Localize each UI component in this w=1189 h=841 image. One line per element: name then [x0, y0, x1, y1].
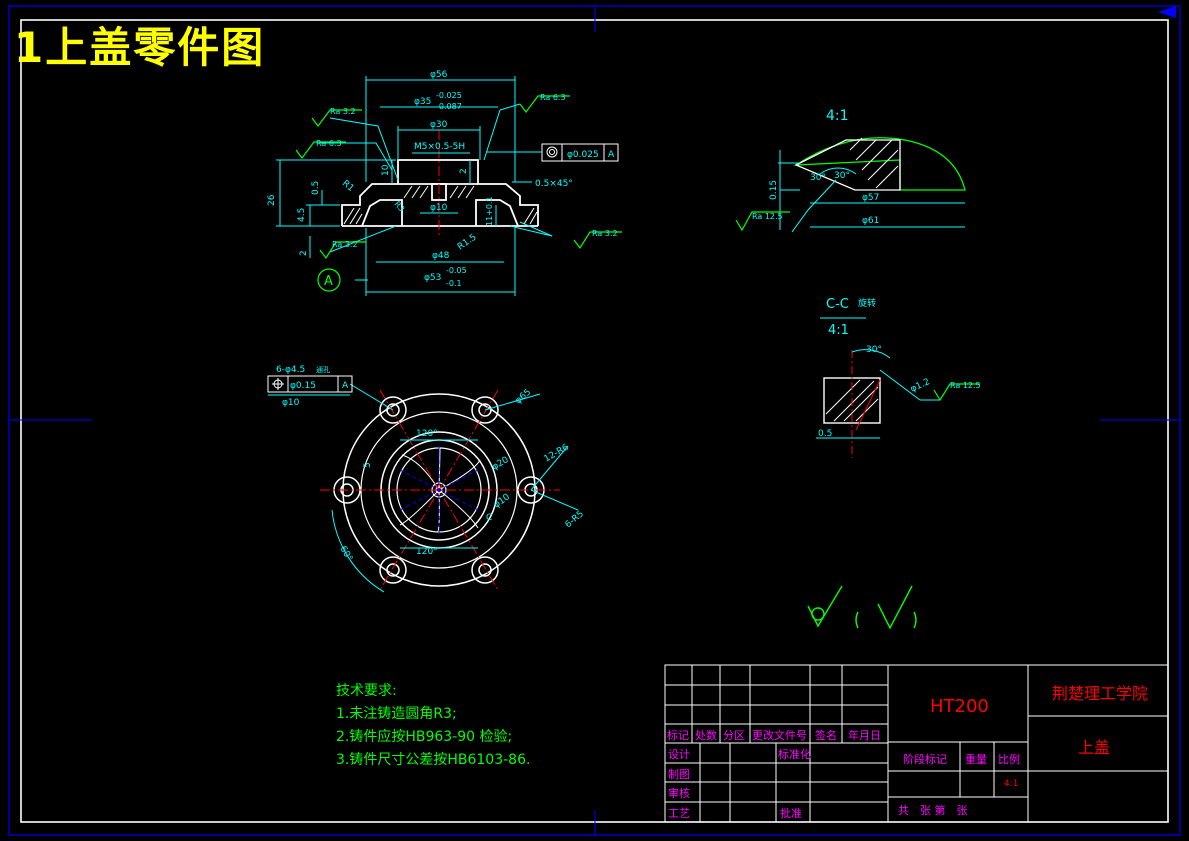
cc-ra: Ra 12.5 — [950, 381, 981, 390]
tb-label-date: 年月日 — [848, 729, 881, 742]
plan-holes: 6-φ4.5 — [276, 365, 305, 375]
dim-d53: φ53 — [424, 273, 441, 283]
technical-requirements: 技术要求: 1.未注铸造圆角R3; 2.铸件应按HB963-90 检验; 3.铸… — [336, 680, 530, 772]
dim-h10: 10 — [381, 164, 391, 176]
plan-d65: φ65 — [514, 387, 534, 406]
cc-d12: φ1.2 — [909, 377, 932, 395]
plan-d10: φ10 — [492, 492, 512, 510]
tb-approve: 批准 — [780, 807, 802, 820]
plan-pos-tol: φ0.15 — [290, 381, 316, 391]
section-cc — [816, 317, 980, 458]
datum-a-label: A — [324, 274, 333, 289]
detail-scale: 4:1 — [826, 108, 849, 124]
dim-h11: 11+0.1 — [485, 196, 494, 226]
dim-coax-datum: A — [608, 150, 615, 160]
tb-draw: 制图 — [668, 768, 690, 781]
ra-63b: Ra 6.3 — [540, 93, 566, 102]
ra-32b: Ra 3.2 — [592, 229, 618, 238]
tb-label-doc: 更改文件号 — [752, 729, 807, 742]
dim-h2b: 2 — [299, 250, 309, 256]
tb-school: 荆楚理工学院 — [1052, 684, 1149, 703]
tech-req-item-1: 1.未注铸造圆角R3; — [336, 706, 457, 722]
dim-h2a: 2 — [459, 168, 469, 174]
detail-view — [735, 137, 966, 233]
detail-h015: 0.15 — [769, 180, 779, 200]
title-block-grid — [664, 664, 1169, 823]
dim-r3: R3 — [392, 200, 406, 214]
tb-stage-mark: 阶段标记 — [903, 753, 947, 766]
cc-scale: 4:1 — [828, 323, 849, 338]
cc-label: C-C — [826, 297, 849, 312]
cc-a30: 30° — [866, 345, 882, 355]
tb-part-name: 上盖 — [1078, 738, 1111, 757]
detail-d61: φ61 — [862, 216, 879, 226]
plan-d20: φ20 — [491, 455, 511, 472]
tb-design: 设计 — [668, 748, 690, 761]
tb-label-count: 处数 — [695, 729, 717, 742]
plan-hole-note: 通孔 — [316, 365, 330, 374]
dim-d35-tol-up: -0.025 — [436, 91, 462, 100]
dim-d53-tol-up: -0.05 — [446, 266, 467, 275]
plan-view — [267, 375, 579, 593]
tech-req-item-2: 2.铸件应按HB963-90 检验; — [336, 729, 513, 745]
detail-ra: Ra 12.5 — [752, 212, 783, 221]
dim-d56: φ56 — [430, 70, 448, 80]
page-title: 1上盖零件图 — [14, 23, 266, 72]
plan-five: 5 — [363, 462, 373, 468]
tb-sheets: 共 张 第 张 — [898, 804, 968, 817]
tb-check: 审核 — [668, 787, 690, 800]
tb-material: HT200 — [930, 696, 989, 717]
roughness-other-symbol — [807, 585, 917, 630]
main-section-view — [276, 76, 622, 296]
tb-label-sign: 签名 — [815, 729, 837, 742]
dim-r15: R1.5 — [456, 232, 479, 252]
inner-frame — [20, 19, 1169, 823]
plan-a60: 60° — [337, 545, 354, 564]
dim-d48: φ48 — [432, 251, 450, 261]
tb-process: 工艺 — [668, 807, 690, 820]
dim-d53-tol-lo: -0.1 — [446, 279, 462, 288]
dim-h05: 0.5 — [311, 181, 321, 195]
outer-border — [8, 5, 1181, 836]
plan-c: C — [486, 513, 492, 523]
ra-32c: Ra 3.2 — [332, 240, 358, 249]
tb-weight: 重量 — [965, 753, 987, 766]
plan-r6: 12-R6 — [543, 442, 571, 464]
dim-r1: R1 — [340, 179, 356, 194]
plan-datum: A — [342, 381, 349, 391]
tb-scale-value: 4:1 — [1004, 779, 1019, 789]
tb-label-mark: 标记 — [667, 729, 689, 742]
cc-w05: 0.5 — [818, 429, 832, 439]
ra-63a: Ra 6.3 — [316, 139, 342, 148]
dim-thread: M5×0.5-5H — [414, 142, 465, 152]
detail-d57: φ57 — [862, 193, 879, 203]
centering-marks — [9, 6, 1180, 835]
tech-req-item-3: 3.铸件尺寸公差按HB6103-86. — [336, 752, 531, 768]
dim-d35: φ35 — [414, 97, 431, 107]
plan-a120a: 120° — [416, 429, 438, 439]
dim-chamfer: 0.5×45° — [535, 179, 573, 189]
dim-h45: 4.5 — [297, 208, 307, 222]
plan-r5: 6-R5 — [564, 509, 586, 530]
dim-coax: φ0.025 — [567, 150, 599, 160]
cc-label2: 旋转 — [858, 297, 876, 309]
tb-standardize: 标准化 — [778, 748, 811, 761]
dim-d10: φ10 — [430, 203, 448, 213]
dim-h26: 26 — [267, 194, 277, 206]
plan-holes-ctr: φ10 — [282, 398, 300, 408]
ra-32a: Ra 3.2 — [330, 107, 356, 116]
detail-a30a: 30° — [810, 173, 826, 183]
plan-a120b: 120° — [416, 547, 438, 557]
tb-ratio: 比例 — [998, 753, 1020, 766]
tb-label-zone: 分区 — [723, 729, 745, 742]
detail-a30b: 30° — [834, 171, 850, 181]
dim-d30: φ30 — [430, 120, 448, 130]
dim-d35-tol-lo: -0.087 — [436, 102, 462, 111]
tech-req-heading: 技术要求: — [336, 683, 397, 699]
